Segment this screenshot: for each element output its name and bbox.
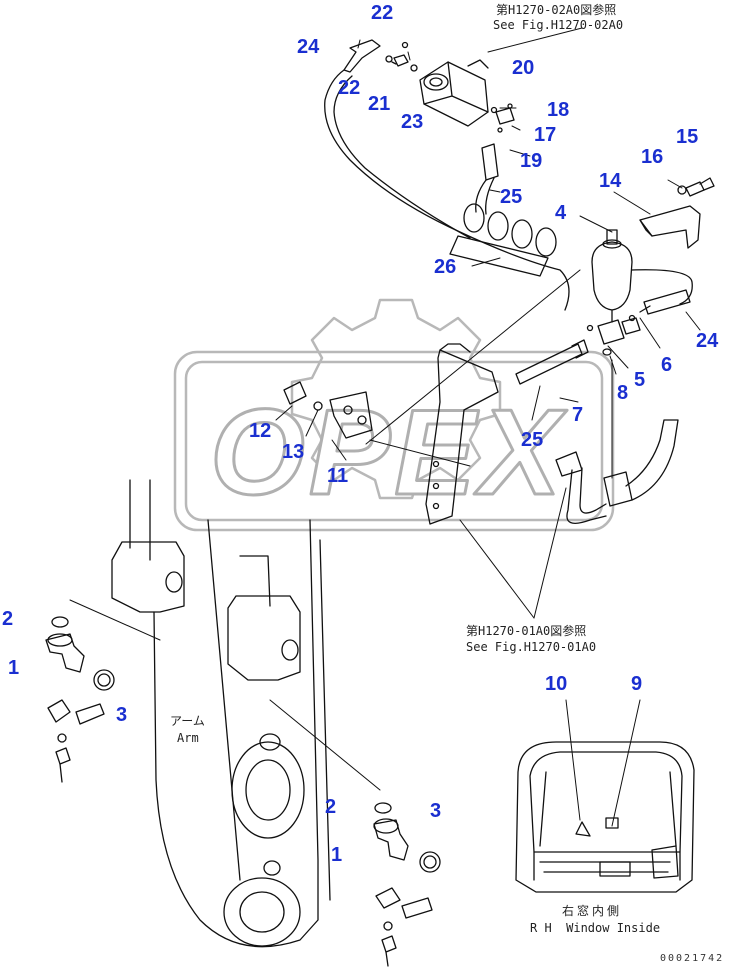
callout-17: 17 — [534, 124, 557, 146]
callout-4: 4 — [555, 202, 567, 224]
document-id: 00021742 — [660, 953, 725, 964]
leader-lines — [69, 27, 701, 827]
callout-22: 22 — [338, 77, 361, 99]
clamp-26 — [449, 203, 557, 277]
callout-25: 25 — [500, 186, 523, 208]
callout-3: 3 — [430, 800, 442, 822]
callout-14: 14 — [599, 170, 622, 192]
arm-structure — [111, 479, 331, 948]
callout-1: 1 — [331, 844, 343, 866]
callout-24: 24 — [297, 36, 320, 58]
callout-22: 22 — [371, 2, 394, 24]
callout-7: 7 — [572, 404, 584, 426]
callout-8: 8 — [617, 382, 629, 404]
hose-24-right — [631, 269, 693, 315]
callout-16: 16 — [641, 146, 664, 168]
hose-lower-right — [555, 419, 679, 524]
cab-window-inset — [515, 741, 695, 893]
callout-12: 12 — [249, 420, 272, 442]
callout-1: 1 — [8, 657, 20, 679]
hose-25-mid — [515, 339, 589, 385]
callout-3: 3 — [116, 704, 128, 726]
callout-20: 20 — [512, 57, 535, 79]
fitting-group-left — [45, 616, 115, 783]
fitting-group-lower — [373, 802, 441, 967]
callout-24: 24 — [696, 330, 719, 352]
callout-6: 6 — [661, 354, 673, 376]
watermark-text: OPEX — [210, 384, 568, 520]
fittings-5-6-8 — [586, 314, 641, 356]
callout-15: 15 — [676, 126, 699, 148]
label-window-en: R H Window Inside — [530, 921, 661, 935]
accumulator-4 — [591, 229, 633, 323]
callout-2: 2 — [325, 796, 337, 818]
callout-9: 9 — [631, 673, 643, 695]
callout-25: 25 — [521, 429, 544, 451]
bracket-11 — [329, 343, 499, 525]
valve-block-20 — [419, 59, 489, 127]
callout-13: 13 — [282, 441, 305, 463]
callout-19: 19 — [520, 150, 543, 172]
callout-18: 18 — [547, 99, 570, 121]
watermark-logo: OPEX — [173, 298, 615, 532]
hose-25-upper — [475, 143, 499, 215]
bolt-15-washer-16 — [677, 177, 715, 197]
note-ref-02A0-jp: 第H1270-02A0図参照 — [496, 3, 617, 17]
label-arm-jp: アーム — [170, 714, 205, 728]
fittings-21-23 — [385, 41, 418, 72]
note-ref-01A0-jp: 第H1270-01A0図参照 — [466, 624, 587, 638]
callout-2: 2 — [2, 608, 14, 630]
note-ref-02A0-en: See Fig.H1270-02A0 — [493, 18, 624, 32]
label-arm-en: Arm — [177, 731, 199, 745]
callout-10: 10 — [545, 673, 568, 695]
note-ref-01A0-en: See Fig.H1270-01A0 — [466, 640, 597, 654]
callout-26: 26 — [434, 256, 457, 278]
callout-23: 23 — [401, 111, 424, 133]
hose-upper-24 — [324, 39, 570, 311]
callout-5: 5 — [634, 369, 646, 391]
label-window-jp: 右窓内側 — [562, 904, 623, 918]
callout-11: 11 — [327, 465, 349, 487]
callout-21: 21 — [368, 93, 391, 115]
bracket-14 — [639, 205, 701, 249]
